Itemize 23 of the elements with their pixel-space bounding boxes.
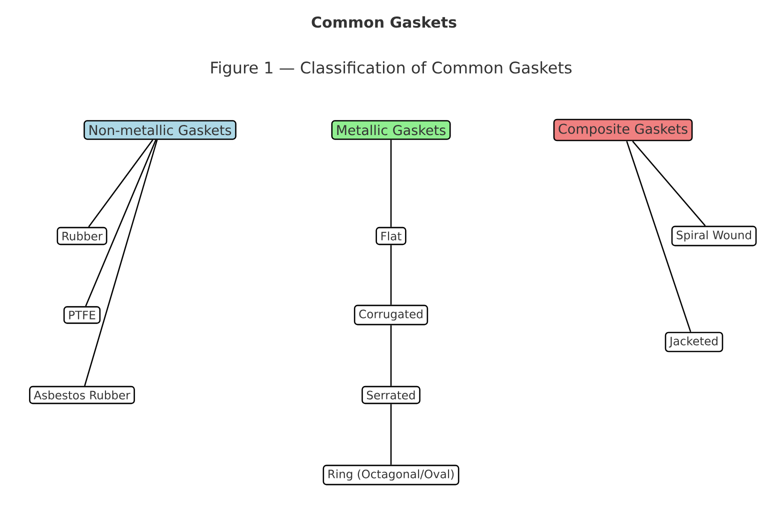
item-box: Jacketed <box>664 332 724 352</box>
connector-line <box>88 139 154 228</box>
item-box: Corrugated <box>354 304 428 326</box>
item-box: PTFE <box>63 306 101 324</box>
connector-line <box>632 140 706 226</box>
item-box: Rubber <box>56 226 108 246</box>
item-box: Serrated <box>362 386 420 404</box>
connector-line <box>390 325 392 386</box>
connector-line <box>85 140 156 306</box>
connector-line <box>390 245 392 305</box>
title: Common Gaskets <box>312 16 456 28</box>
item-box: Asbestos Rubber <box>29 386 135 404</box>
connector-line <box>626 140 692 332</box>
item-box: Ring (Octagonal/Oval) <box>322 464 460 486</box>
category-box: Metallic Gaskets <box>331 120 451 140</box>
connector-line <box>390 140 392 227</box>
category-box: Composite Gaskets <box>553 118 693 142</box>
connector-line <box>390 404 392 465</box>
connector-line <box>84 140 158 386</box>
item-box: Flat <box>376 226 406 246</box>
item-box: Spiral Wound <box>671 226 757 246</box>
caption: Figure 1 — Classification of Common Gaskets <box>211 61 572 77</box>
category-box: Non-metallic Gaskets <box>84 120 236 140</box>
